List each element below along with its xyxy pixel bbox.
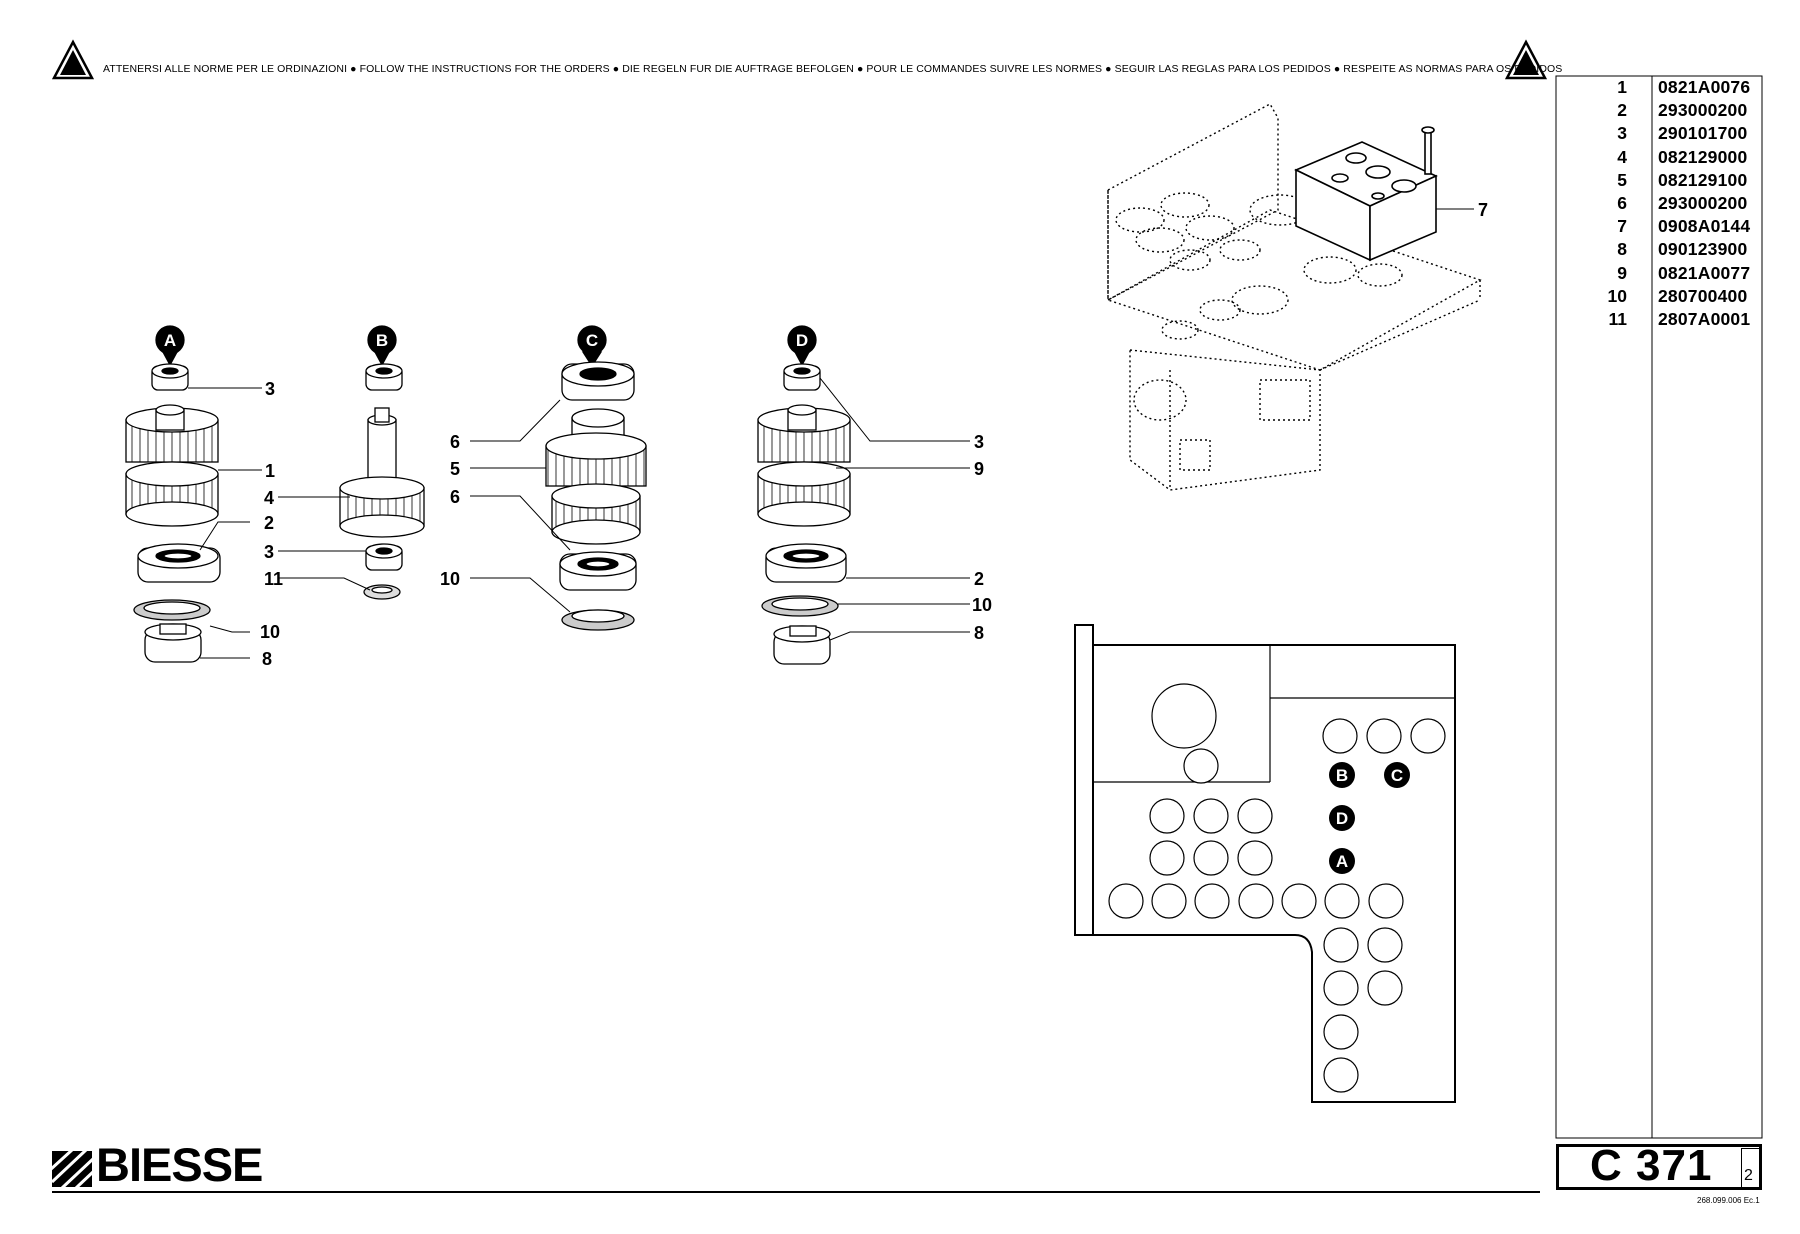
svg-text:D: D <box>1336 809 1348 828</box>
part-number: 11 <box>1608 308 1628 329</box>
parts-list-row: 9 0821A0077 <box>1556 262 1776 285</box>
part-number: 7 <box>1617 216 1627 237</box>
parts-list-row: 8 090123900 <box>1556 238 1776 261</box>
svg-text:3: 3 <box>974 432 984 452</box>
header-warnings <box>51 39 1548 80</box>
part-code: 293000200 <box>1658 193 1748 214</box>
warning-triangle-icon <box>51 39 95 80</box>
parts-list: 1 0821A0076 2 293000200 3 290101700 4 082129000… <box>1556 76 1776 331</box>
parts-list-row: 7 0908A0144 <box>1556 215 1776 238</box>
part-code: 0821A0076 <box>1658 77 1751 98</box>
plan-view-markers: B C D A <box>1329 762 1410 874</box>
part-code: 290101700 <box>1658 123 1748 144</box>
sheet-number: 2 <box>1744 1167 1753 1184</box>
part-code: 293000200 <box>1658 100 1748 121</box>
table-code: C 371 <box>1590 1141 1713 1190</box>
table-code-box <box>1556 1144 1762 1190</box>
part-code: 090123900 <box>1658 239 1748 260</box>
svg-text:3: 3 <box>265 379 275 399</box>
svg-text:8: 8 <box>262 649 272 669</box>
svg-text:2: 2 <box>974 569 984 589</box>
svg-text:9: 9 <box>974 459 984 479</box>
svg-text:C: C <box>1391 766 1403 785</box>
parts-list-row: 10 280700400 <box>1556 285 1776 308</box>
svg-text:8: 8 <box>974 623 984 643</box>
part-number: 4 <box>1617 146 1627 167</box>
svg-text:1: 1 <box>265 461 275 481</box>
svg-text:10: 10 <box>260 622 280 642</box>
part-code: 0821A0077 <box>1658 262 1751 283</box>
svg-text:B: B <box>376 331 388 350</box>
parts-list-row: 3 290101700 <box>1556 122 1776 145</box>
svg-text:7: 7 <box>1478 200 1488 220</box>
assembly-b: B <box>339 325 425 600</box>
part-number: 8 <box>1617 239 1627 260</box>
warning-triangle-icon <box>1504 39 1548 80</box>
svg-text:10: 10 <box>972 595 992 615</box>
svg-text:6: 6 <box>450 432 460 452</box>
assembly-c: C <box>545 325 647 631</box>
isometric-head-view <box>1106 103 1482 491</box>
brand-logo: BIESSE <box>96 1138 263 1191</box>
block-part-7 <box>1294 126 1438 262</box>
svg-text:10: 10 <box>440 569 460 589</box>
part-code: 2807A0001 <box>1658 308 1751 329</box>
plan-view <box>1074 624 1456 1103</box>
svg-text:6: 6 <box>450 487 460 507</box>
svg-text:2: 2 <box>264 513 274 533</box>
plan-marker-b <box>1329 762 1355 788</box>
part-number: 2 <box>1617 100 1627 121</box>
parts-list-row: 5 082129100 <box>1556 169 1776 192</box>
parts-list-row: 11 2807A0001 <box>1556 308 1776 331</box>
parts-list-row: 6 293000200 <box>1556 192 1776 215</box>
svg-text:3: 3 <box>264 542 274 562</box>
part-number: 5 <box>1617 169 1627 190</box>
part-code: 0908A0144 <box>1658 216 1751 237</box>
parts-list-frame <box>1555 75 1763 1139</box>
document-reference: 268.099.006 Ec.1 <box>1697 1196 1760 1205</box>
part-number: 6 <box>1617 193 1627 214</box>
part-number: 3 <box>1617 123 1627 144</box>
svg-text:D: D <box>796 331 808 350</box>
svg-text:5: 5 <box>450 459 460 479</box>
svg-text:C: C <box>586 331 598 350</box>
svg-text:B: B <box>1336 766 1348 785</box>
parts-list-row: 2 293000200 <box>1556 99 1776 122</box>
svg-text:11: 11 <box>264 569 283 589</box>
part-code: 082129100 <box>1658 169 1748 190</box>
part-code: 082129000 <box>1658 146 1748 167</box>
svg-text:A: A <box>164 331 176 350</box>
part-number: 10 <box>1607 285 1627 306</box>
plan-marker-c <box>1384 762 1410 788</box>
leader-lines <box>188 208 1474 659</box>
svg-text:4: 4 <box>264 488 274 508</box>
assembly-a: A <box>125 325 221 663</box>
assembly-d: D <box>757 325 851 665</box>
callout-labels: 3 1 4 2 3 11 10 8 6 5 6 10 3 9 2 10 8 7 <box>260 200 1488 669</box>
biesse-logo-icon <box>48 1148 96 1190</box>
svg-text:A: A <box>1336 852 1348 871</box>
sheet-box <box>1741 1148 1761 1188</box>
part-number: 9 <box>1617 262 1627 283</box>
plan-marker-a <box>1329 848 1355 874</box>
part-code: 280700400 <box>1658 285 1748 306</box>
parts-list-row: 1 0821A0076 <box>1556 76 1776 99</box>
order-instructions: ATTENERSI ALLE NORME PER LE ORDINAZIONI … <box>103 63 1563 75</box>
plan-marker-d <box>1329 805 1355 831</box>
part-number: 1 <box>1617 77 1627 98</box>
parts-list-row: 4 082129000 <box>1556 146 1776 169</box>
